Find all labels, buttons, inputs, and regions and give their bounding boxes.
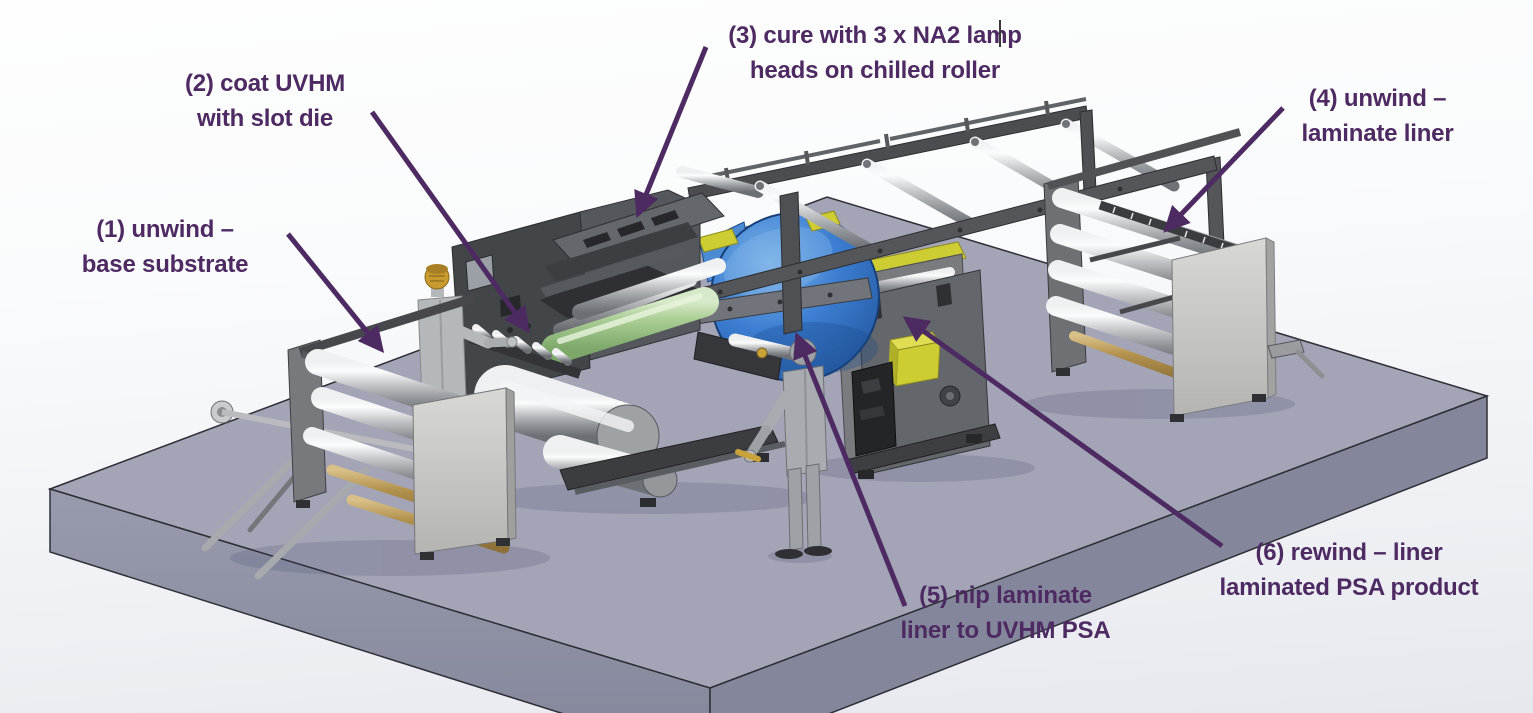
arrow-1 (286, 232, 385, 354)
annotation-2-line1: (2) coat UVHM (184, 70, 346, 97)
annotation-6-line2: laminated PSA product (1219, 574, 1479, 601)
annotation-4-line1: (4) unwind – (1308, 85, 1447, 112)
base-substrate-unwind-station (201, 293, 517, 580)
lamp-head-unit (540, 192, 725, 297)
annotation-6-line1: (6) rewind – liner (1255, 539, 1443, 566)
operator-mannequin-2 (735, 338, 832, 559)
annotation-label-3: (3) cure with 3 x NA2 lamp heads on chil… (690, 18, 1060, 88)
annotation-3-line1: (3) cure with 3 x NA2 lamp (728, 22, 1022, 49)
arrow-2 (369, 110, 530, 334)
annotation-label-4: (4) unwind – laminate liner (1275, 81, 1480, 151)
annotation-label-2: (2) coat UVHM with slot die (150, 66, 380, 136)
text-cursor (999, 20, 1001, 47)
laminate-liner-unwind-station (1043, 128, 1325, 422)
annotation-1-line1: (1) unwind – (96, 216, 234, 243)
arrow-3 (634, 46, 709, 219)
annotation-label-1: (1) unwind – base substrate (40, 212, 290, 282)
annotation-5-line2: liner to UVHM PSA (900, 617, 1111, 644)
arrow-5 (793, 331, 908, 607)
annotation-label-5: (5) nip laminate liner to UVHM PSA (878, 578, 1133, 648)
annotation-1-line2: base substrate (81, 251, 249, 278)
annotation-5-line1: (5) nip laminate (919, 582, 1092, 609)
annotation-3-line2: heads on chilled roller (749, 57, 1001, 84)
annotation-label-6: (6) rewind – liner laminated PSA product (1190, 535, 1508, 605)
operator-mannequin-1 (417, 264, 518, 403)
annotation-2-line2: with slot die (196, 105, 334, 132)
arrow-6 (902, 316, 1224, 549)
arrow-4 (1163, 106, 1285, 233)
annotation-arrows (286, 46, 1285, 607)
annotation-4-line2: laminate liner (1301, 120, 1454, 147)
